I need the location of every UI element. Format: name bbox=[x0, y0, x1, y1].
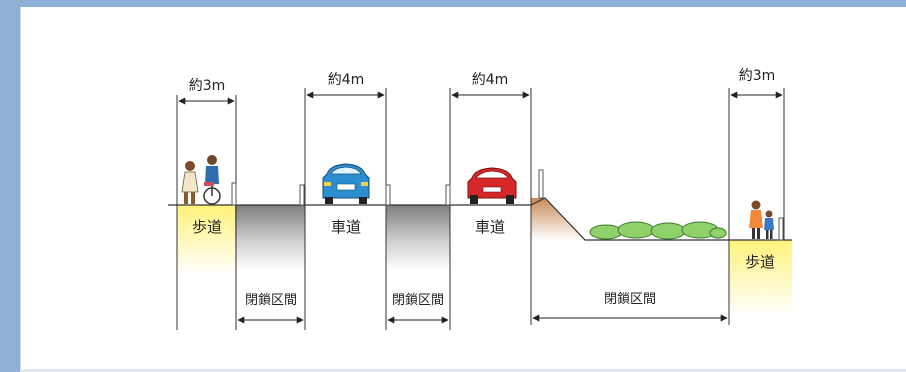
label-left-roadway: 車道 bbox=[331, 218, 361, 236]
cyclist-icon bbox=[203, 155, 221, 205]
label-closed-section-3: 閉鎖区間 bbox=[604, 291, 656, 307]
label-right-sidewalk: 歩道 bbox=[745, 253, 775, 271]
pedestrians-icon bbox=[749, 200, 774, 239]
dim-right-roadway: 約4m bbox=[472, 72, 509, 88]
frame-bottom-border bbox=[20, 369, 906, 372]
right-sidewalk-fill bbox=[729, 240, 792, 315]
embankment-slope bbox=[531, 198, 585, 240]
frame-left-border bbox=[0, 0, 20, 372]
ground-line bbox=[168, 197, 792, 241]
dim-right-sidewalk: 約3m bbox=[739, 68, 776, 84]
label-left-sidewalk: 歩道 bbox=[192, 218, 222, 236]
frame-inner-line bbox=[20, 7, 21, 372]
dim-left-roadway: 約4m bbox=[328, 72, 365, 88]
extension-lines bbox=[176, 88, 785, 330]
shrubbery-icon bbox=[589, 221, 727, 240]
bottom-dimension-arrows bbox=[237, 314, 728, 324]
dim-left-sidewalk: 約3m bbox=[189, 78, 226, 94]
red-car-icon bbox=[467, 167, 517, 204]
bollards bbox=[231, 169, 784, 241]
pedestrian-icon bbox=[181, 161, 199, 204]
blue-car-icon bbox=[322, 163, 370, 204]
label-right-roadway: 車道 bbox=[475, 218, 505, 236]
left-sidewalk-fill bbox=[177, 205, 235, 275]
closed-section-1-fill bbox=[235, 205, 305, 270]
top-dimension-arrows bbox=[178, 91, 783, 105]
label-closed-section-2: 閉鎖区間 bbox=[392, 292, 444, 308]
frame-top-border bbox=[0, 0, 906, 7]
label-closed-section-1: 閉鎖区間 bbox=[245, 292, 297, 308]
closed-section-2-fill bbox=[386, 205, 450, 270]
